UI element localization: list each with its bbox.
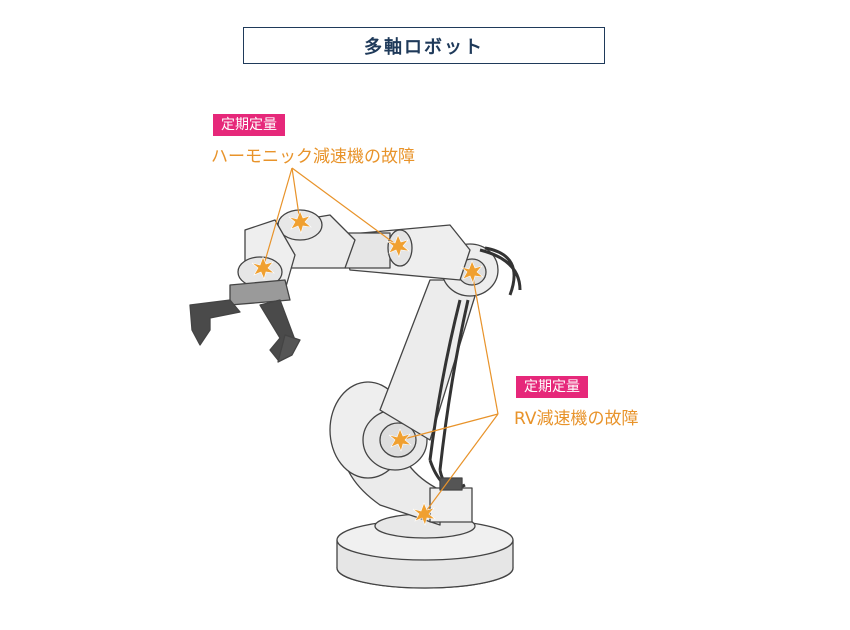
- spark-icon: [412, 502, 436, 526]
- spark-icon: [251, 256, 275, 280]
- fault-label-harmonic: ハーモニック減速機の故障: [211, 147, 415, 167]
- inspection-tag-rv: 定期定量: [516, 376, 588, 398]
- spark-icon: [388, 428, 412, 452]
- spark-icon: [460, 260, 484, 284]
- spark-icon: [288, 210, 312, 234]
- fault-label-rv: RV減速機の故障: [514, 409, 639, 429]
- inspection-tag-harmonic: 定期定量: [213, 114, 285, 136]
- spark-icon: [386, 234, 410, 258]
- page-title: 多軸ロボット: [243, 27, 605, 64]
